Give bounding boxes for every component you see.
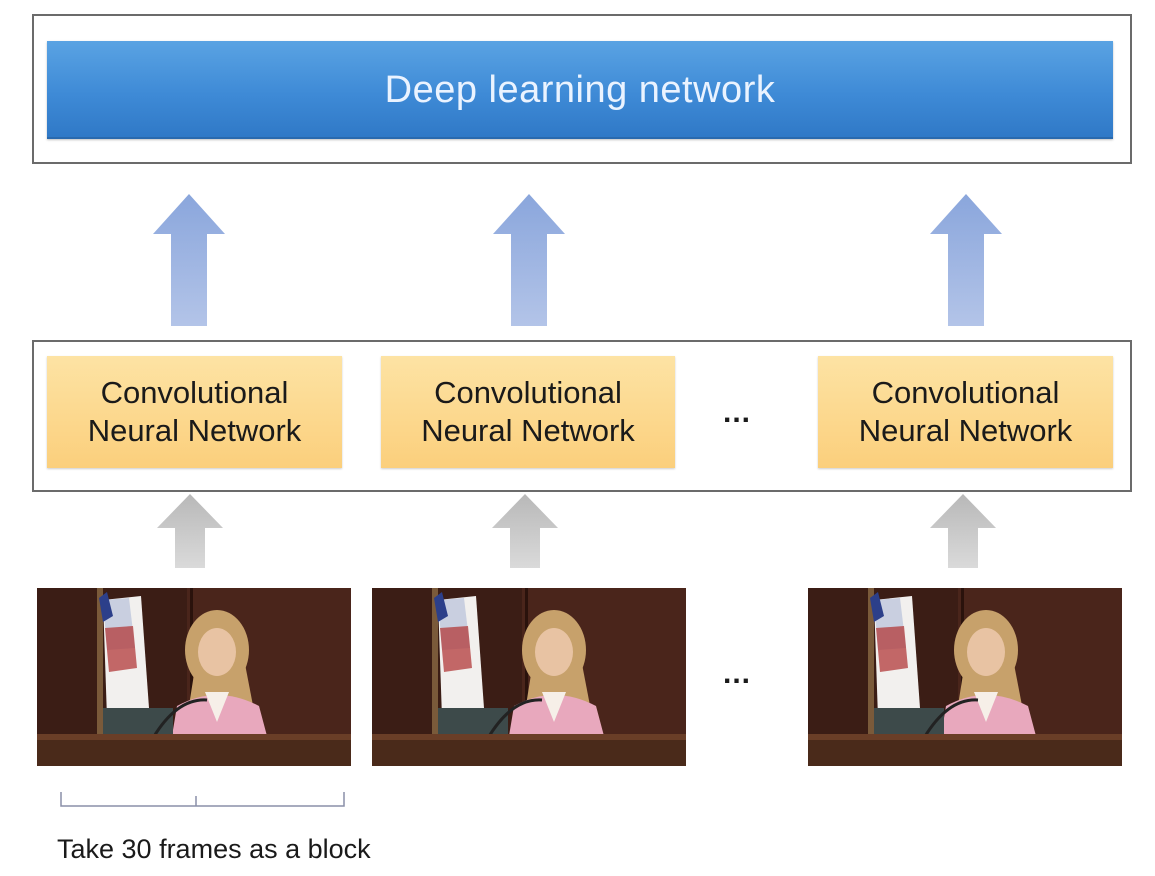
speaker-image-2 (372, 588, 686, 766)
blue-up-arrow-1 (153, 194, 225, 326)
gray-up-arrow-3 (930, 494, 996, 568)
gray-up-arrow-1 (157, 494, 223, 568)
speaker-image-1 (37, 588, 351, 766)
video-frame-2 (372, 588, 686, 766)
cnn-ellipsis: ... (723, 396, 752, 429)
gray-up-arrow-2 (492, 494, 558, 568)
cnn-label-3: Convolutional Neural Network (858, 375, 1073, 448)
cnn-block-1: Convolutional Neural Network (47, 356, 342, 468)
deep-learning-network-block: Deep learning network (47, 41, 1113, 139)
cnn-block-3: Convolutional Neural Network (818, 356, 1113, 468)
blue-up-arrow-2 (493, 194, 565, 326)
video-frame-3 (808, 588, 1122, 766)
blue-up-arrow-3 (930, 194, 1002, 326)
speaker-image-3 (808, 588, 1122, 766)
cnn-label-2: Convolutional Neural Network (421, 375, 635, 448)
cnn-label-1: Convolutional Neural Network (87, 375, 302, 448)
video-frame-1 (37, 588, 351, 766)
cnn-block-2: Convolutional Neural Network (381, 356, 675, 468)
frame-ellipsis: ... (723, 657, 752, 690)
block-bracket (60, 792, 345, 807)
deep-learning-network-label: Deep learning network (384, 68, 776, 111)
block-caption: Take 30 frames as a block (57, 834, 371, 864)
